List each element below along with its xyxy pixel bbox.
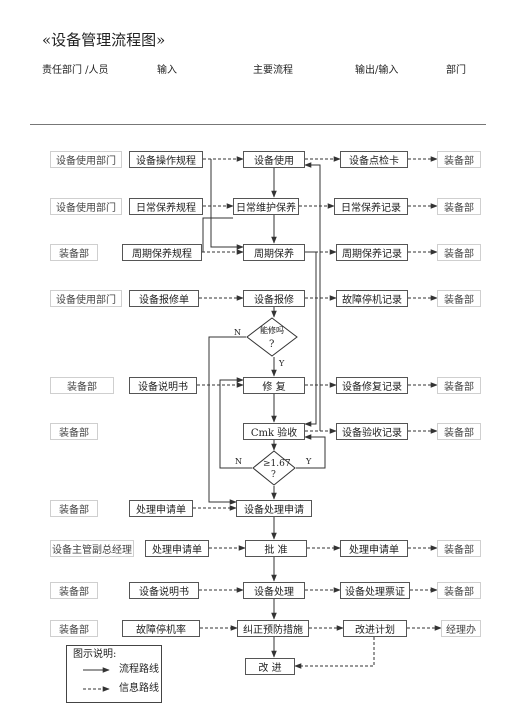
output-box: 设备验收记录 bbox=[336, 422, 408, 440]
output-box: 设备修复记录 bbox=[336, 376, 408, 394]
process-route-arrow bbox=[296, 434, 326, 469]
responsible-box: 设备使用部门 bbox=[50, 289, 122, 307]
responsible-box: 装备部 bbox=[50, 376, 114, 394]
process-route-arrow bbox=[304, 162, 321, 431]
diagram-title: «设备管理流程图» bbox=[42, 31, 166, 49]
output-box: 改进计划 bbox=[343, 619, 407, 637]
department-box: 装备部 bbox=[437, 197, 481, 215]
decision-cmk-yes-label: Y bbox=[306, 457, 312, 466]
legend: 图示说明: 流程路线 信息路线 bbox=[66, 645, 162, 703]
header-rule bbox=[30, 124, 486, 125]
department-box: 装备部 bbox=[437, 243, 481, 261]
responsible-box: 装备部 bbox=[50, 619, 98, 637]
input-box: 设备说明书 bbox=[129, 376, 197, 394]
header-responsible: 责任部门 /人员 bbox=[42, 65, 109, 76]
process-route-arrow bbox=[208, 336, 246, 505]
department-box: 装备部 bbox=[437, 376, 481, 394]
output-box: 设备处理票证 bbox=[340, 581, 410, 599]
legend-info-route: 信息路线 bbox=[119, 683, 159, 694]
department-box: 装备部 bbox=[437, 422, 481, 440]
output-box: 设备点检卡 bbox=[340, 150, 408, 168]
process-box: 设备处理申请 bbox=[236, 499, 312, 517]
output-box: 故障停机记录 bbox=[336, 289, 408, 307]
output-box: 周期保养记录 bbox=[336, 243, 408, 261]
responsible-box: 设备使用部门 bbox=[50, 150, 122, 168]
input-box: 设备操作规程 bbox=[129, 150, 203, 168]
department-box: 装备部 bbox=[437, 539, 481, 557]
info-route-arrow bbox=[294, 637, 375, 669]
responsible-box: 装备部 bbox=[50, 422, 98, 440]
responsible-box: 设备使用部门 bbox=[50, 197, 122, 215]
decision-cmk: ≥1.67 ? bbox=[252, 450, 296, 486]
header-main-process: 主要流程 bbox=[253, 65, 293, 76]
input-box: 设备报修单 bbox=[129, 289, 199, 307]
header-department: 部门 bbox=[446, 65, 466, 76]
department-box: 装备部 bbox=[437, 581, 481, 599]
process-box: 周期保养 bbox=[243, 243, 305, 261]
department-box: 经理办 bbox=[441, 619, 481, 637]
responsible-box: 设备主管副总经理 bbox=[50, 539, 134, 557]
decision-repair: 能修吗 ? bbox=[246, 317, 298, 357]
responsible-box: 装备部 bbox=[50, 581, 98, 599]
input-box: 故障停机率 bbox=[122, 619, 200, 637]
process-route-arrow bbox=[219, 377, 252, 469]
process-box: 修 复 bbox=[243, 376, 305, 394]
process-box: Cmk 验收 bbox=[243, 422, 305, 440]
input-box: 处理申请单 bbox=[145, 539, 209, 557]
process-box: 设备报修 bbox=[243, 289, 305, 307]
input-box: 日常保养规程 bbox=[129, 197, 203, 215]
responsible-box: 装备部 bbox=[50, 243, 98, 261]
department-box: 装备部 bbox=[437, 289, 481, 307]
header-output-input: 输出/输入 bbox=[355, 65, 399, 76]
process-box: 批 准 bbox=[245, 539, 307, 557]
decision-cmk-no-label: N bbox=[235, 457, 242, 466]
header-input: 输入 bbox=[157, 65, 177, 76]
responsible-box: 装备部 bbox=[50, 499, 98, 517]
output-box: 处理申请单 bbox=[340, 539, 408, 557]
output-box: 日常保养记录 bbox=[334, 197, 408, 215]
input-box: 周期保养规程 bbox=[122, 243, 202, 261]
process-box-improve: 改 进 bbox=[245, 657, 295, 675]
process-route-arrow bbox=[304, 251, 317, 427]
input-box: 设备说明书 bbox=[129, 581, 199, 599]
process-box: 设备使用 bbox=[243, 150, 305, 168]
input-box: 处理申请单 bbox=[129, 499, 193, 517]
legend-process-route: 流程路线 bbox=[119, 664, 159, 675]
process-route-arrow bbox=[202, 217, 233, 252]
decision-repair-yes-label: Y bbox=[279, 359, 285, 368]
process-route-arrow bbox=[210, 159, 244, 250]
process-box: 纠正预防措施 bbox=[237, 619, 309, 637]
department-box: 装备部 bbox=[437, 150, 481, 168]
process-box: 设备处理 bbox=[243, 581, 305, 599]
process-box: 日常维护保养 bbox=[233, 197, 299, 215]
legend-title: 图示说明: bbox=[73, 649, 117, 660]
decision-repair-no-label: N bbox=[234, 328, 241, 337]
